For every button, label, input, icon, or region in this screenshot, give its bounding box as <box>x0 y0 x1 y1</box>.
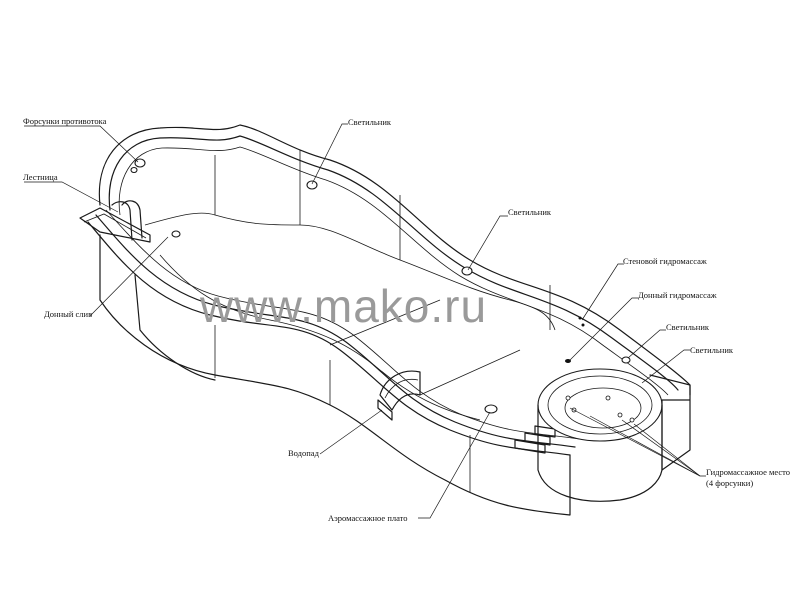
pool-right-block <box>649 374 691 471</box>
pool-rim-inner <box>108 135 679 391</box>
pool-front-rim-1 <box>87 221 571 456</box>
label-ladder: Лестница <box>23 172 58 182</box>
label-aero-plate: Аэромассажное плато <box>328 513 408 523</box>
pool-outer-wall-bottom-2 <box>134 274 216 381</box>
label-bottom-drain: Донный слив <box>44 309 93 319</box>
pool-front-rim-3 <box>105 209 581 440</box>
label-hydro-seat-1: Гидромассажное место <box>706 467 790 477</box>
floor-line-2 <box>419 349 521 396</box>
light-right-1-icon <box>621 356 631 364</box>
label-waterfall: Водопад <box>288 448 319 458</box>
leader-lines <box>24 123 706 519</box>
light-mid-icon <box>461 266 473 276</box>
counterflow-nozzles-icon <box>130 158 146 174</box>
label-wall-massage: Стеновой гидромассаж <box>623 256 707 266</box>
bottom-massage-icon <box>565 359 571 363</box>
label-counterflow-nozzles: Форсунки противотока <box>23 116 107 126</box>
watermark: www.mako.ru <box>200 280 488 332</box>
label-light-top: Светильник <box>348 117 392 127</box>
label-bottom-massage: Донный гидромассаж <box>638 290 717 300</box>
pool-inner-back-wall <box>214 150 551 330</box>
pool-floor-back <box>144 212 556 331</box>
floor-line-1 <box>329 299 441 346</box>
bottom-drain-icon <box>171 230 181 238</box>
pool-floor-front <box>159 254 481 421</box>
label-light-right-1: Светильник <box>666 322 710 332</box>
label-light-mid: Светильник <box>508 207 552 217</box>
pool-outer-wall-bottom <box>99 234 571 516</box>
waterfall-icon <box>377 370 421 421</box>
wall-massage-icon <box>578 316 585 327</box>
hydro-seat <box>537 368 663 502</box>
pool-front-rim-2 <box>95 214 576 448</box>
light-top-icon <box>306 180 318 190</box>
ladder-icon <box>79 200 151 243</box>
hydro-steps <box>514 425 556 454</box>
pool-rim-outer <box>98 124 691 396</box>
aero-plate-icon <box>484 404 498 414</box>
label-hydro-seat-2: (4 форсунки) <box>706 478 754 488</box>
pool-rim-inner2 <box>118 146 669 396</box>
label-light-right-2: Светильник <box>690 345 734 355</box>
